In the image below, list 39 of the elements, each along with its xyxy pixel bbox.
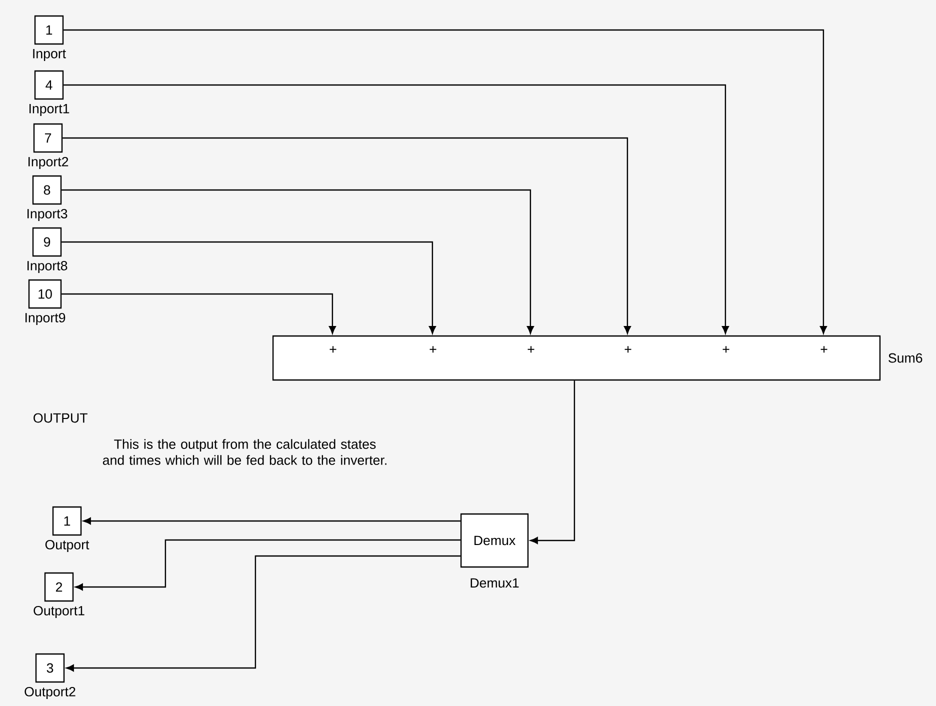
port-block: 1 <box>52 506 82 536</box>
arrow <box>62 293 336 334</box>
port-block: 10 <box>28 279 62 309</box>
note-text: This is the output from the calculated states and times which will be fed back to the inverter. <box>102 439 386 465</box>
arrow <box>62 189 534 334</box>
block-name: Outport1 <box>34 606 84 618</box>
block-name: Outport <box>45 540 90 552</box>
plus-sign: + <box>722 346 730 353</box>
port-block: 9 <box>32 227 62 257</box>
port-block: 4 <box>34 70 64 100</box>
port-block: 8 <box>32 175 62 205</box>
block-name: Sum6 <box>888 353 922 363</box>
port-block: 2 <box>44 572 74 602</box>
block-name: Inport <box>33 49 66 61</box>
arrow <box>83 518 460 524</box>
arrow <box>64 84 729 334</box>
port-block: 3 <box>35 653 65 683</box>
arrow <box>62 137 631 334</box>
plus-sign: + <box>820 346 828 353</box>
port-block: 7 <box>33 123 63 153</box>
arrow <box>64 29 827 334</box>
arrow <box>75 539 460 590</box>
block-name: Inport8 <box>27 260 68 274</box>
block-name: Inport9 <box>25 312 66 326</box>
arrow <box>530 380 576 544</box>
block-name: Inport2 <box>28 156 68 170</box>
plus-sign: + <box>430 346 436 353</box>
plus-sign: + <box>330 346 336 353</box>
block-name: Inport1 <box>29 104 70 116</box>
plus-sign: + <box>624 346 632 353</box>
plus-sign: + <box>528 346 534 353</box>
section-heading: OUTPUT <box>34 413 88 423</box>
arrow <box>62 241 436 334</box>
demux-block: Demux <box>460 513 529 568</box>
block-name: Demux1 <box>470 578 519 588</box>
port-block: 1 <box>34 15 64 45</box>
block-name: Outport2 <box>24 686 76 700</box>
arrow <box>66 555 460 672</box>
block-name: Inport3 <box>27 208 68 222</box>
